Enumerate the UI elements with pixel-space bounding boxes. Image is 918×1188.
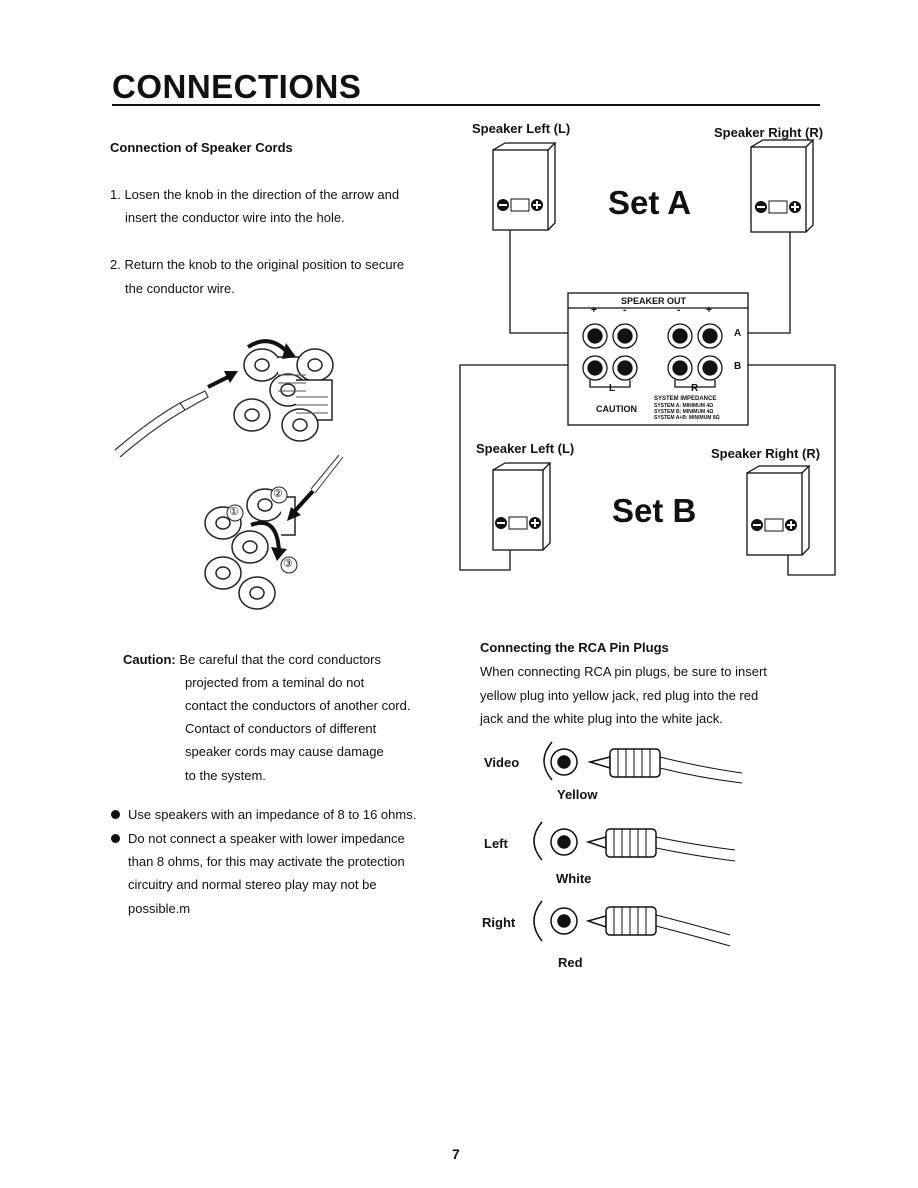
speaker-right-b-label: Speaker Right (R) (711, 446, 821, 461)
bullet-2-line2: than 8 ohms, for this may activate the p… (128, 854, 405, 869)
caution-line1: Caution: Be careful that the cord conduc… (123, 648, 381, 671)
step1-line2: insert the conductor wire into the hole. (125, 210, 345, 225)
rca-heading: Connecting the RCA Pin Plugs (480, 640, 669, 655)
speaker-out-title: SPEAKER OUT (621, 296, 687, 306)
imp-b: SYSTEM B: MINIMUM 4Ω (654, 409, 714, 415)
bullet-2-line4: possible.m (128, 901, 191, 916)
callout-2: ② (273, 488, 283, 500)
bullet-1: Use speakers with an impedance of 8 to 1… (128, 807, 417, 822)
speaker-b-right (746, 465, 811, 556)
rca-left-color: White (556, 871, 592, 886)
bullet-dot-2 (111, 834, 120, 843)
rca-line1: When connecting RCA pin plugs, be sure t… (480, 664, 767, 679)
impedance-title: SYSTEM IMPEDANCE (654, 396, 717, 402)
step1-line1: 1. Losen the knob in the direction of th… (110, 187, 400, 202)
rca-line3: jack and the white plug into the white j… (480, 711, 723, 726)
rca-video-plug (543, 741, 743, 784)
rca-right-label: Right (482, 915, 516, 930)
speaker-b-right-terminals (751, 518, 797, 532)
caution-text-1: Be careful that the cord conductors (179, 652, 381, 667)
callout-3: ③ (283, 558, 293, 570)
terminal-illustration-secure (204, 454, 344, 610)
speaker-a-right (750, 139, 815, 233)
caution-line5: speaker cords may cause damage (185, 744, 384, 759)
knob-top-right (296, 348, 334, 382)
speaker-cords-heading: Connection of Speaker Cords (110, 140, 293, 155)
page-title: CONNECTIONS (112, 68, 362, 105)
imp-ab: SYSTEM A+B: MINIMUM 8Ω (654, 415, 720, 421)
bracket-r-label: R (691, 383, 699, 394)
caution-line4: Contact of conductors of different (185, 721, 377, 736)
row-a-label: A (734, 328, 742, 339)
callout-1: ① (229, 506, 239, 518)
page-number: 7 (452, 1146, 460, 1162)
bullet-dot-1 (111, 810, 120, 819)
speaker-a-left-terminals (497, 198, 543, 212)
speaker-a-left (492, 142, 557, 231)
rca-video-color: Yellow (557, 787, 598, 802)
plus-r: + (706, 305, 712, 316)
rca-right-plug (533, 900, 731, 947)
caution-line6: to the system. (185, 768, 266, 783)
caution-line2: projected from a teminal do not (185, 675, 365, 690)
speaker-b-left (492, 462, 552, 551)
bullet-2-line1: Do not connect a speaker with lower impe… (128, 831, 405, 846)
rca-plugs-illustration (533, 741, 743, 947)
speaker-right-a-label: Speaker Right (R) (714, 125, 824, 140)
set-a-label: Set A (608, 184, 692, 221)
speaker-a-right-terminals (755, 200, 801, 214)
minus-l: - (623, 305, 627, 316)
rca-video-label: Video (484, 755, 520, 770)
step2-line2: the conductor wire. (125, 281, 235, 296)
speaker-b-left-terminals (495, 516, 541, 530)
rca-line2: yellow plug into yellow jack, red plug i… (480, 688, 759, 703)
terminal-illustration-insert (114, 339, 334, 458)
imp-a: SYSTEM A: MINIMUM 4Ω (654, 403, 714, 409)
plus-l: + (591, 305, 597, 316)
rca-left-label: Left (484, 836, 508, 851)
caution-label: Caution: (123, 652, 176, 667)
panel-caution: CAUTION (596, 404, 637, 414)
row-b-label: B (734, 361, 742, 372)
title-rule (112, 104, 820, 106)
caution-line3: contact the conductors of another cord. (185, 698, 411, 713)
step2-line1: 2. Return the knob to the original posit… (110, 257, 405, 272)
set-b-label: Set B (612, 492, 697, 529)
speaker-left-b-label: Speaker Left (L) (476, 441, 575, 456)
speaker-wiring-diagram (459, 139, 836, 576)
speaker-left-a-label: Speaker Left (L) (472, 121, 571, 136)
speaker-out-terminals (582, 323, 723, 388)
rca-left-plug (533, 821, 736, 862)
bullet-2-line3: circuitry and normal stereo play may not… (128, 877, 377, 892)
minus-r: - (677, 305, 681, 316)
rca-right-color: Red (558, 955, 583, 970)
bracket-l-label: L (609, 383, 616, 394)
